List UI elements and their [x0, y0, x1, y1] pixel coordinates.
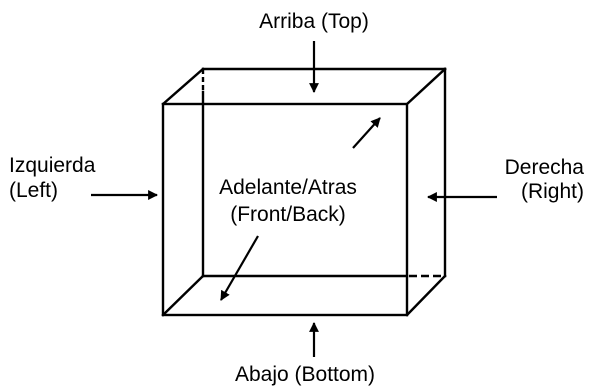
edge-top-left	[161, 67, 205, 106]
cube-outline	[161, 67, 447, 317]
label-left-line1: Izquierda	[9, 154, 96, 177]
label-center-line1: Adelante/Atras	[219, 176, 357, 199]
label-top: Arriba (Top)	[259, 10, 369, 33]
edge-top-right	[405, 67, 447, 106]
arrow-front	[220, 235, 259, 301]
label-left-line2: (Left)	[9, 179, 59, 202]
edge-bottom-left	[161, 274, 205, 317]
label-bottom: Abajo (Bottom)	[234, 363, 376, 386]
edge-bottom-right	[405, 274, 447, 317]
front-face	[161, 102, 409, 317]
arrow-back	[352, 117, 381, 149]
label-center-line2: (Front/Back)	[230, 203, 346, 226]
arrows	[91, 41, 497, 357]
label-right-line2: (Right)	[520, 180, 584, 203]
label-right-line1: Derecha	[504, 156, 584, 179]
